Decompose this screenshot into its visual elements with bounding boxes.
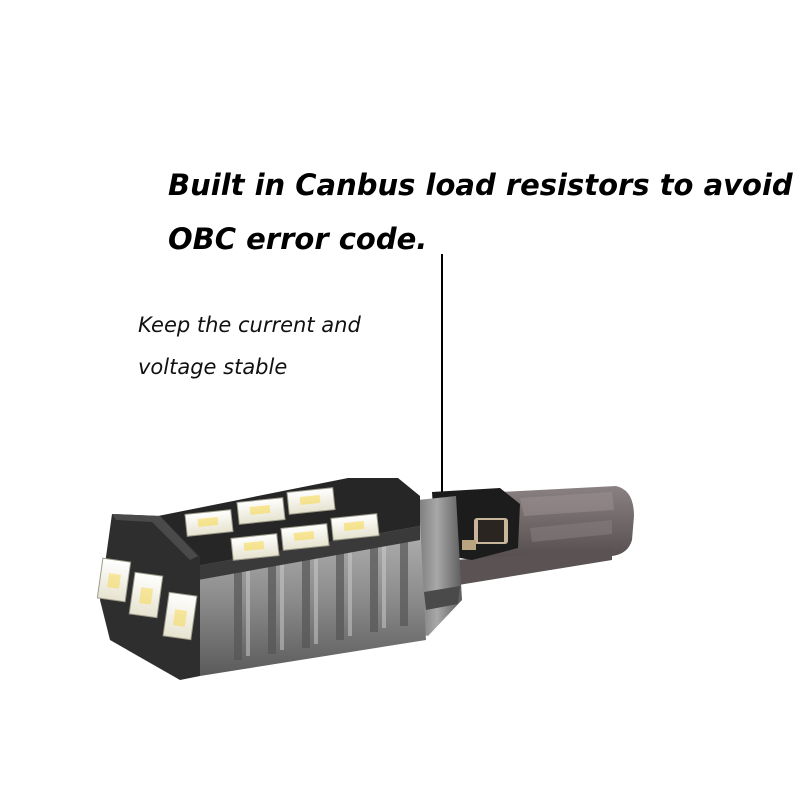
top-pcb — [158, 478, 420, 580]
front-pcb — [96, 514, 200, 680]
headline-line-1: Built in Canbus load resistors to avoid — [168, 168, 793, 202]
subtext: Keep the current and voltage stable — [138, 304, 438, 388]
subtext-line-1: Keep the current and — [138, 313, 361, 337]
headline-line-2: OBC error code. — [168, 222, 428, 256]
headline: Built in Canbus load resistors to avoid … — [168, 158, 793, 266]
callout-line — [441, 254, 443, 496]
subtext-line-2: voltage stable — [138, 355, 288, 379]
collar — [412, 496, 462, 636]
